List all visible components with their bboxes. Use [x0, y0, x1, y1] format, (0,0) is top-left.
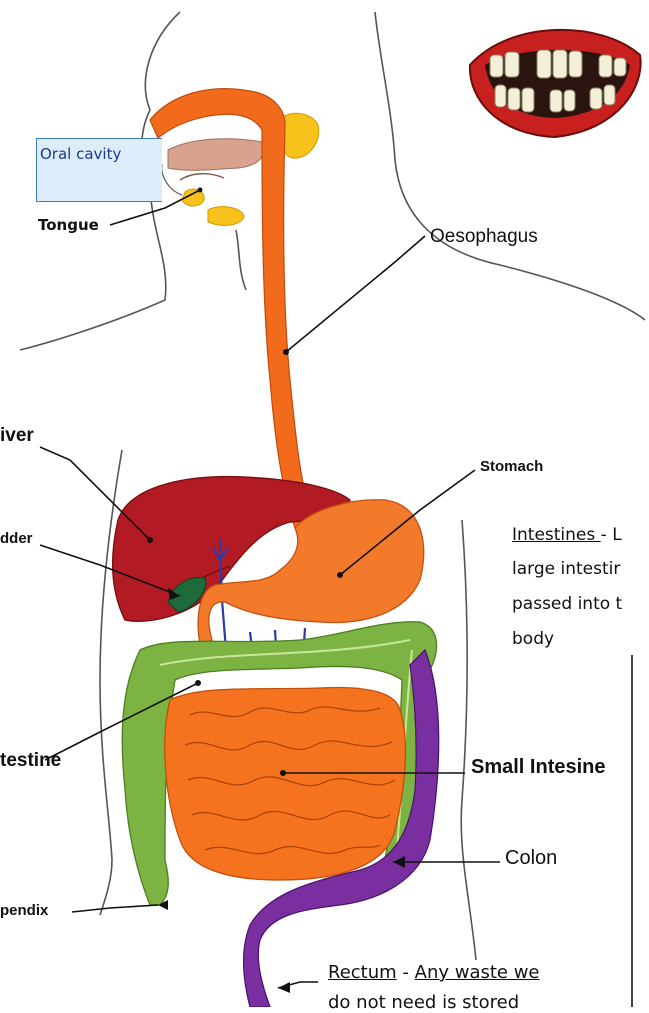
intestines-separator: - L: [601, 525, 622, 545]
rectum-term: Rectum: [328, 962, 397, 983]
rectum-note-line1: Rectum - Any waste we: [328, 962, 540, 983]
intestines-term: Intestines: [512, 525, 601, 545]
liver-label: iver: [0, 425, 34, 447]
intestines-note-line2: passed into t: [512, 594, 622, 614]
mouth-teeth-icon: [470, 30, 641, 137]
tongue-label: Tongue: [38, 216, 99, 234]
oral-cavity-label: Oral cavity: [40, 145, 121, 163]
stomach-label: Stomach: [480, 458, 543, 475]
tongue-shape: [162, 139, 264, 195]
note-divider-line: [631, 655, 633, 1007]
colon-label: Colon: [505, 847, 557, 870]
appendix-label: pendix: [0, 902, 48, 919]
intestines-note-title: Intestines - L: [512, 525, 622, 545]
small-intestine-shape: [165, 688, 406, 880]
small-intestine-label: Small Intesine: [471, 756, 606, 779]
rectum-separator: -: [397, 962, 415, 983]
intestines-note-line1: large intestir: [512, 559, 620, 579]
rectum-note-line2: do not need is stored: [328, 992, 519, 1013]
large-intestine-label: testine: [0, 750, 61, 772]
intestines-note-line3: body: [512, 629, 554, 649]
gall-bladder-label: dder: [0, 530, 33, 547]
oesophagus-label: Oesophagus: [430, 226, 538, 248]
rectum-text: Any waste we: [415, 962, 540, 983]
